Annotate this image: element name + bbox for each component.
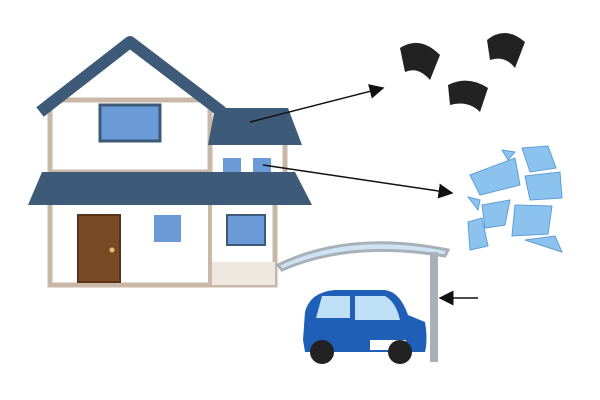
window (226, 214, 266, 246)
carport (275, 241, 451, 362)
side-roof (208, 108, 302, 145)
carport-post (430, 252, 438, 362)
arrow-roof-to-tiles (249, 84, 385, 123)
upper-window (98, 103, 162, 143)
small-window (253, 158, 271, 172)
arrows (249, 84, 478, 306)
car (303, 290, 427, 364)
upper-roof (36, 36, 226, 117)
broken-roof-tiles (400, 32, 525, 112)
small-window (223, 158, 241, 172)
house (28, 36, 312, 288)
lower-roof (28, 172, 312, 205)
broken-glass (466, 145, 563, 253)
license-plate (370, 340, 406, 350)
arrow-window-to-glass (262, 164, 454, 199)
window (154, 215, 181, 242)
